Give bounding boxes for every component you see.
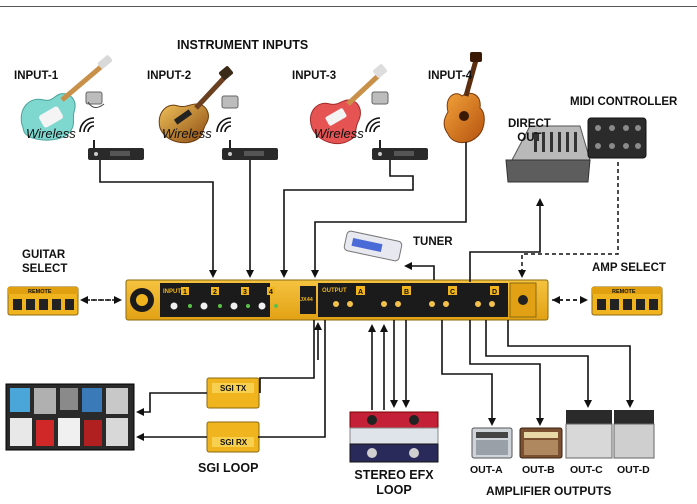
signal-cables bbox=[99, 142, 634, 441]
instrument-inputs-title: INSTRUMENT INPUTS bbox=[177, 38, 309, 52]
mixer-console-icon bbox=[505, 125, 591, 183]
rack-output-section-label: OUTPUT bbox=[322, 288, 347, 294]
wireless-signal-2-icon bbox=[216, 117, 232, 133]
wireless-signal-1-icon bbox=[79, 117, 95, 133]
amplifier-outputs-label: AMPLIFIER OUTPUTS bbox=[486, 484, 612, 498]
rack-input-3-label: 3 bbox=[243, 289, 247, 296]
sgi-tx-label: SGI TX bbox=[220, 384, 247, 393]
guitar-4-icon bbox=[443, 52, 485, 143]
out-a-label: OUT-A bbox=[470, 464, 503, 476]
guitar-1-icon bbox=[20, 55, 113, 141]
direct-out-label: DIRECT OUT bbox=[508, 118, 551, 144]
rack-input-4-label: 4 bbox=[269, 289, 273, 296]
pedalboard-icon bbox=[5, 383, 135, 451]
wireless-signal-3-icon bbox=[365, 117, 381, 133]
wireless-receiver-2-icon bbox=[222, 140, 278, 160]
input-4-label: INPUT-4 bbox=[428, 70, 473, 82]
rack-input-1-label: 1 bbox=[183, 289, 187, 296]
sgi-loop-label: SGI LOOP bbox=[198, 461, 259, 475]
top-divider bbox=[0, 6, 697, 7]
out-c-label: OUT-C bbox=[570, 464, 603, 476]
guitar-select-label: GUITAR SELECT bbox=[22, 249, 68, 275]
midi-controller-label: MIDI CONTROLLER bbox=[570, 96, 678, 108]
rack-output-letter-labels: A B C D bbox=[356, 286, 499, 296]
amp-a-icon bbox=[471, 427, 513, 459]
guitar-2-icon bbox=[158, 66, 233, 144]
input-1-label: INPUT-1 bbox=[14, 70, 59, 82]
wireless-transmitter-1-icon bbox=[85, 91, 105, 108]
rack-output-c-label: C bbox=[450, 289, 455, 296]
rack-model-badge: JX44 bbox=[300, 297, 314, 303]
tuner-icon bbox=[343, 230, 403, 262]
sgi-rx-box bbox=[206, 421, 260, 453]
amp-select-remote-label: REMOTE bbox=[612, 289, 636, 295]
sgi-tx-box bbox=[206, 377, 260, 409]
wireless-1-label: Wireless bbox=[26, 126, 76, 141]
sgi-rx-label: SGI RX bbox=[220, 438, 248, 447]
midi-controller-icon bbox=[587, 117, 647, 159]
amp-b-icon bbox=[519, 427, 563, 459]
wireless-receiver-1-icon bbox=[88, 140, 144, 160]
wireless-transmitter-3-icon bbox=[371, 91, 389, 105]
stereo-efx-loop-label: STEREO EFX LOOP bbox=[354, 468, 434, 497]
switcher-rack-unit bbox=[125, 279, 549, 321]
rack-output-d-label: D bbox=[492, 289, 497, 296]
guitar-select-footswitch bbox=[7, 286, 79, 316]
rack-input-number-labels: 1 2 3 4 bbox=[181, 287, 275, 296]
stereo-efx-rack-icon bbox=[349, 411, 439, 463]
guitar-select-remote-label: REMOTE bbox=[28, 289, 52, 295]
amp-d-icon bbox=[613, 410, 655, 459]
out-b-label: OUT-B bbox=[522, 464, 555, 476]
amp-select-footswitch bbox=[591, 286, 663, 316]
rack-input-section-label: INPUT bbox=[163, 289, 181, 295]
rack-output-a-label: A bbox=[358, 289, 363, 296]
control-cables-dashed bbox=[80, 162, 619, 304]
wireless-3-label: Wireless bbox=[314, 126, 364, 141]
amp-c-icon bbox=[565, 410, 613, 459]
input-2-label: INPUT-2 bbox=[147, 70, 192, 82]
wireless-transmitter-2-icon bbox=[221, 95, 239, 109]
rack-input-2-label: 2 bbox=[213, 289, 217, 296]
tuner-label: TUNER bbox=[413, 236, 453, 248]
input-3-label: INPUT-3 bbox=[292, 70, 337, 82]
rack-output-b-label: B bbox=[404, 289, 409, 296]
out-d-label: OUT-D bbox=[617, 464, 650, 476]
amp-select-label: AMP SELECT bbox=[592, 262, 666, 274]
guitar-3-icon bbox=[310, 64, 387, 144]
wireless-receiver-3-icon bbox=[372, 140, 428, 160]
wireless-2-label: Wireless bbox=[162, 126, 212, 141]
